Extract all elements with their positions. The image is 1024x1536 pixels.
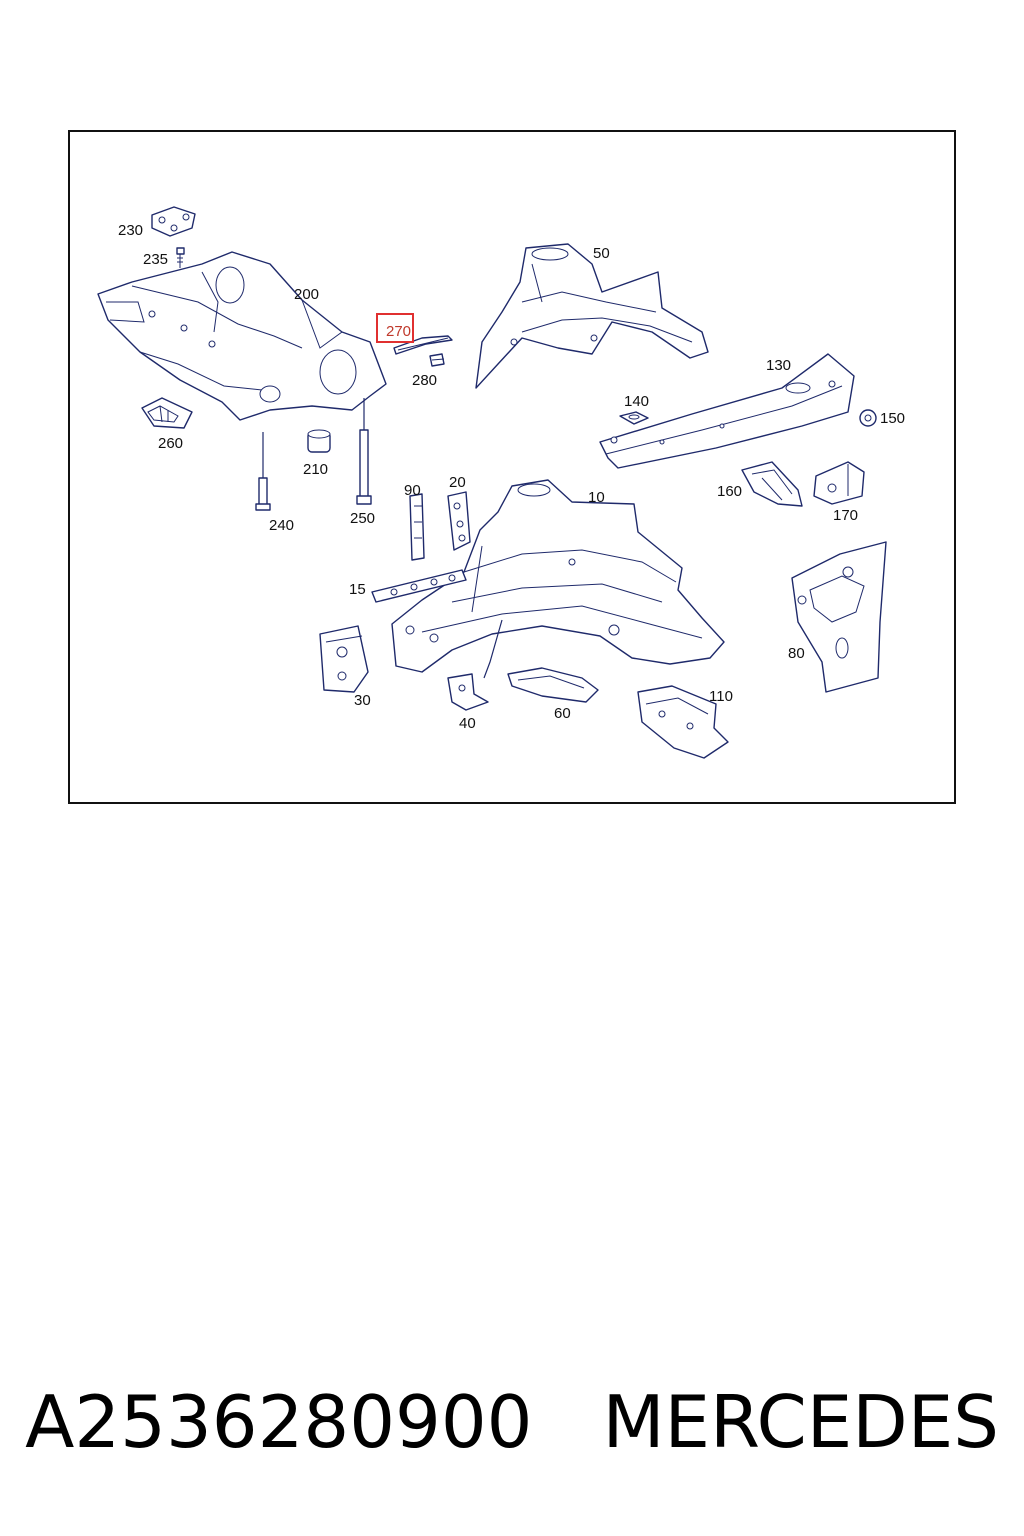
part-90-bracket[interactable] [409, 493, 425, 561]
part-280-clip[interactable] [429, 353, 445, 367]
label-60: 60 [554, 705, 571, 722]
part-130-member[interactable] [599, 353, 855, 469]
brand-name: MERCEDES [602, 1380, 999, 1464]
part-140-mount[interactable] [619, 411, 649, 425]
part-20-bracket[interactable] [447, 491, 471, 551]
label-210: 210 [303, 461, 328, 478]
label-80: 80 [788, 645, 805, 662]
label-280: 280 [412, 372, 437, 389]
exploded-parts-diagram: 230 235 200 270 280 260 210 240 250 50 1… [97, 206, 905, 759]
part-200-subframe[interactable] [97, 251, 387, 421]
label-20: 20 [449, 474, 466, 491]
footer-caption: A2536280900 MERCEDES [0, 1372, 1024, 1472]
part-110-bracket[interactable] [637, 685, 729, 759]
part-30-bracket[interactable] [319, 625, 369, 693]
part-250-bolt[interactable] [356, 398, 372, 505]
label-170: 170 [833, 507, 858, 524]
label-260: 260 [158, 435, 183, 452]
label-250: 250 [350, 510, 375, 527]
label-90: 90 [404, 482, 421, 499]
part-270-strip[interactable] [393, 335, 453, 355]
part-240-bolt[interactable] [255, 432, 271, 511]
part-10-front-structure[interactable] [391, 479, 725, 679]
label-130: 130 [766, 357, 791, 374]
label-50: 50 [593, 245, 610, 262]
highlight-box [376, 313, 414, 343]
part-230-plate[interactable] [151, 206, 196, 237]
part-40-bracket[interactable] [447, 673, 489, 711]
part-60-bracket[interactable] [507, 667, 599, 703]
part-15-rail[interactable] [371, 569, 467, 603]
label-30: 30 [354, 692, 371, 709]
part-160-bracket[interactable] [741, 461, 803, 507]
label-270: 270 [386, 323, 411, 340]
label-110: 110 [709, 688, 733, 705]
part-150-grommet[interactable] [859, 409, 877, 427]
label-160: 160 [717, 483, 742, 500]
label-150: 150 [880, 410, 905, 427]
label-200: 200 [294, 286, 319, 303]
part-260-bracket[interactable] [141, 397, 193, 429]
label-140: 140 [624, 393, 649, 410]
label-15: 15 [349, 581, 366, 598]
label-40: 40 [459, 715, 476, 732]
part-50-strut-tower[interactable] [475, 243, 709, 389]
part-number: A2536280900 [25, 1380, 533, 1464]
label-240: 240 [269, 517, 294, 534]
label-230: 230 [118, 222, 143, 239]
diagram-frame: 230 235 200 270 280 260 210 240 250 50 1… [68, 130, 956, 804]
label-235: 235 [143, 251, 168, 268]
part-235-bolt[interactable] [176, 247, 185, 268]
part-210-bushing[interactable] [307, 429, 331, 453]
part-80-panel[interactable] [791, 541, 887, 693]
part-170-bracket[interactable] [813, 461, 865, 505]
label-10: 10 [588, 489, 605, 506]
